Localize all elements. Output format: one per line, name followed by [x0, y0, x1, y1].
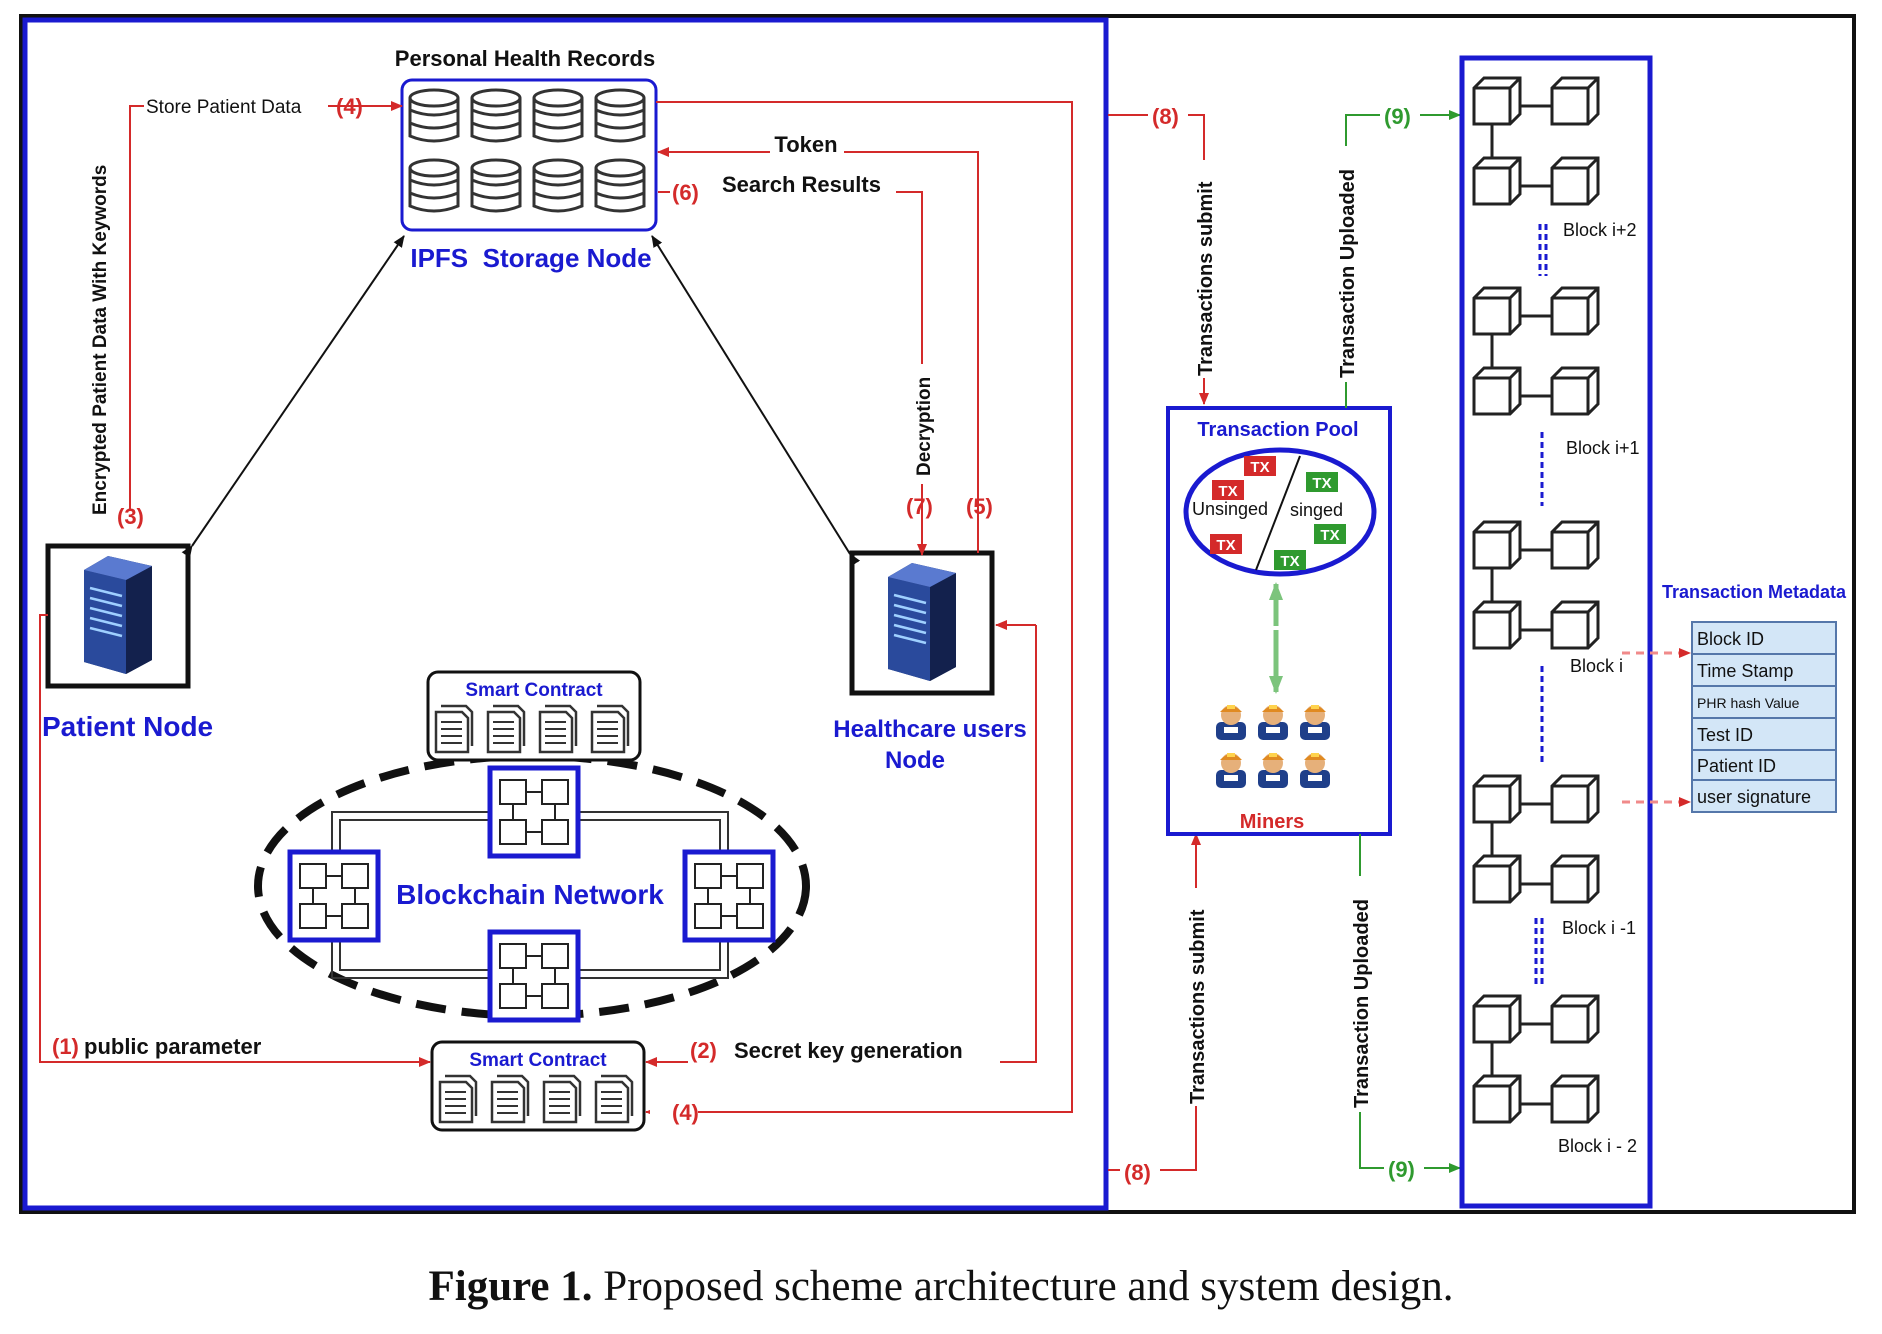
metadata-row-2: Time Stamp — [1697, 661, 1793, 681]
step-8-bottom-label: (8) — [1124, 1160, 1151, 1185]
svg-text:TX: TX — [1312, 475, 1331, 492]
healthcare-label-line1: Healthcare users — [833, 716, 1026, 743]
left-panel-frame — [22, 17, 1109, 1211]
ipfs-storage-box — [400, 78, 658, 232]
block-chain-links — [1534, 224, 1548, 986]
transaction-uploaded-top-label: Transaction Uploaded — [1337, 169, 1359, 378]
ipfs-to-contract-arrow — [645, 101, 1073, 1117]
step-5-label: (5) — [966, 494, 993, 519]
transaction-pool-title: Transaction Pool — [1197, 419, 1358, 441]
transaction-metadata-title: Transaction Metadata — [1662, 582, 1847, 602]
transaction-uploaded-top-arrow — [1345, 110, 1461, 408]
figure-caption-label: Figure 1. — [428, 1263, 593, 1310]
patient-ipfs-arrow — [181, 235, 405, 558]
svg-text:TX: TX — [1250, 459, 1269, 476]
smart-contract-top-box — [426, 670, 642, 762]
network-block-bottom — [490, 932, 578, 1020]
smart-contract-bottom-label: Smart Contract — [469, 1050, 607, 1071]
outer-frame — [19, 14, 1856, 1214]
phr-title: Personal Health Records — [395, 46, 655, 71]
step-8-top-label: (8) — [1152, 104, 1179, 129]
search-results-label: Search Results — [722, 172, 881, 197]
figure-caption-text: Proposed scheme architecture and system … — [603, 1263, 1454, 1310]
store-patient-data-label: Store Patient Data — [146, 97, 302, 118]
step-9-top-label: (9) — [1384, 104, 1411, 129]
block-label-2: Block i+1 — [1566, 438, 1640, 458]
metadata-row-1: Block ID — [1697, 629, 1764, 649]
network-block-right — [685, 852, 773, 940]
token-label: Token — [774, 132, 837, 157]
metadata-row-6: user signature — [1697, 787, 1811, 807]
smart-contract-top-label: Smart Contract — [465, 680, 603, 701]
step-3-label: (3) — [117, 504, 144, 529]
encrypted-keywords-label: Encrypted Patient Data With Keywords — [90, 165, 111, 515]
ipfs-node-label: IPFS Storage Node — [410, 243, 651, 273]
svg-text:TX: TX — [1218, 483, 1237, 500]
transactions-submit-top-label: Transactions submit — [1195, 181, 1217, 376]
store-patient-data-arrow — [129, 101, 403, 510]
block-label-5: Block i - 2 — [1558, 1136, 1637, 1156]
svg-text:TX: TX — [1280, 553, 1299, 570]
block-label-3: Block i — [1570, 656, 1623, 676]
step-1-label: (1) — [52, 1034, 79, 1059]
singed-label: singed — [1290, 500, 1343, 520]
step-4-bottom-label: (4) — [672, 1100, 699, 1125]
patient-server-icon — [82, 554, 154, 676]
transactions-submit-top-arrow — [1108, 114, 1209, 405]
search-results-arrow — [658, 191, 927, 556]
healthcare-label-line2: Node — [885, 747, 945, 774]
transaction-uploaded-bottom-label: Transaction Uploaded — [1351, 899, 1373, 1108]
step-2-label: (2) — [690, 1038, 717, 1063]
svg-text:TX: TX — [1216, 537, 1235, 554]
public-parameter-label: public parameter — [84, 1034, 262, 1059]
smart-contract-bottom-box — [430, 1040, 646, 1132]
step-6-label: (6) — [672, 180, 699, 205]
public-parameter-arrow — [39, 614, 431, 1067]
metadata-row-4: Test ID — [1697, 725, 1753, 745]
step-9-bottom-label: (9) — [1388, 1157, 1415, 1182]
secret-key-generation-label: Secret key generation — [734, 1038, 963, 1063]
blockchain-network-label: Blockchain Network — [396, 879, 664, 910]
decryption-label: Decryption — [914, 377, 935, 476]
svg-text:TX: TX — [1320, 527, 1339, 544]
block-label-1: Block i+2 — [1563, 220, 1637, 240]
metadata-row-5: Patient ID — [1697, 756, 1776, 776]
tx-pool-divider — [1255, 455, 1301, 571]
metadata-table: Block ID Time Stamp PHR hash Value Test … — [1691, 621, 1837, 813]
unsigned-tx-badges: TX TX TX — [1210, 456, 1276, 554]
block-label-4: Block i -1 — [1562, 918, 1636, 938]
patient-node-label: Patient Node — [42, 711, 213, 742]
network-block-left — [290, 852, 378, 940]
step-7-label: (7) — [906, 494, 933, 519]
step-4-top-label: (4) — [336, 94, 363, 119]
transactions-submit-bottom-label: Transactions submit — [1187, 909, 1209, 1104]
metadata-row-3: PHR hash Value — [1697, 695, 1800, 711]
healthcare-ipfs-arrow — [651, 235, 861, 566]
network-block-top — [490, 768, 578, 856]
healthcare-server-icon — [886, 561, 958, 683]
unsinged-label: Unsinged — [1192, 499, 1268, 519]
signed-tx-badges: TX TX TX — [1274, 472, 1346, 570]
miners-label: Miners — [1240, 811, 1304, 833]
figure-caption: Figure 1. Proposed scheme architecture a… — [0, 1262, 1882, 1311]
token-arrow — [657, 147, 979, 553]
